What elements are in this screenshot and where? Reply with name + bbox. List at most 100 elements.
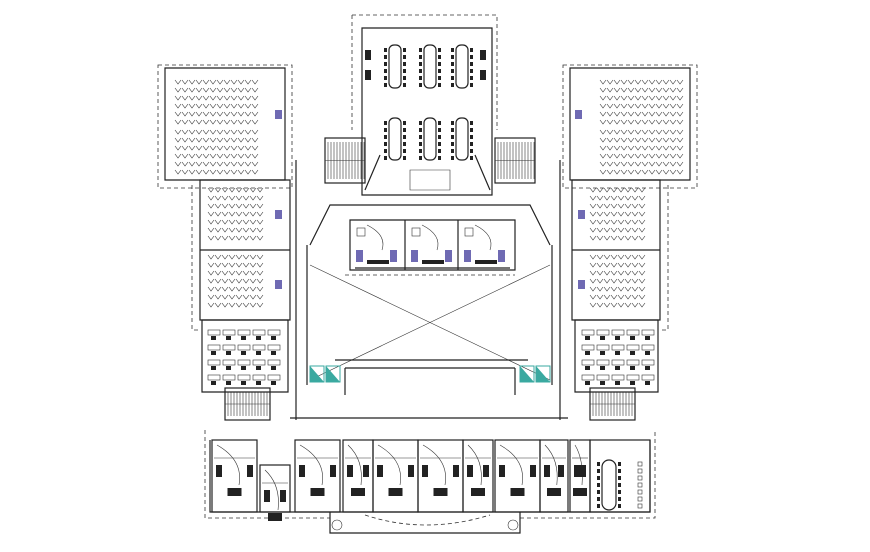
chair <box>597 476 600 480</box>
chair <box>585 381 590 385</box>
seat <box>606 145 614 151</box>
central-atrium <box>306 204 553 395</box>
chair <box>637 468 643 474</box>
seat <box>202 129 210 135</box>
seat <box>638 195 646 201</box>
seat <box>627 79 635 85</box>
seat <box>188 119 196 125</box>
seat <box>221 262 229 268</box>
seat <box>620 129 628 135</box>
chair <box>470 48 473 52</box>
seat <box>662 161 670 167</box>
seat <box>613 153 621 159</box>
seat <box>230 87 238 93</box>
chair <box>403 76 406 80</box>
seat <box>195 137 203 143</box>
seat <box>228 235 236 241</box>
seat <box>624 235 632 241</box>
seat <box>669 79 677 85</box>
seat <box>599 161 607 167</box>
chair <box>438 149 441 153</box>
seat <box>214 187 222 193</box>
seat <box>589 278 597 284</box>
seat <box>631 262 639 268</box>
seat <box>606 137 614 143</box>
chair <box>645 336 650 340</box>
seat <box>655 119 663 125</box>
chair <box>470 62 473 66</box>
glass-fill <box>520 366 534 382</box>
seat <box>228 203 236 209</box>
seat <box>256 195 264 201</box>
seat <box>617 235 625 241</box>
seat <box>617 302 625 308</box>
seat <box>207 203 215 209</box>
seat <box>242 203 250 209</box>
seat <box>617 254 625 260</box>
seat <box>596 278 604 284</box>
seat <box>214 254 222 260</box>
chair <box>618 476 621 480</box>
desk <box>641 374 655 381</box>
seat <box>188 145 196 151</box>
seat <box>662 129 670 135</box>
seat <box>221 235 229 241</box>
seat <box>214 278 222 284</box>
desk <box>222 359 236 366</box>
chair <box>467 465 473 477</box>
seat <box>221 203 229 209</box>
seat <box>256 187 264 193</box>
seat <box>648 129 656 135</box>
desk <box>237 329 251 336</box>
seat <box>221 302 229 308</box>
seat <box>237 95 245 101</box>
seat <box>249 187 257 193</box>
seat <box>676 137 684 143</box>
seat <box>237 169 245 175</box>
chair <box>422 465 428 477</box>
chair <box>438 48 441 52</box>
chair <box>618 483 621 487</box>
chair <box>470 69 473 73</box>
chair <box>241 381 246 385</box>
seat <box>631 254 639 260</box>
seat <box>207 262 215 268</box>
chair <box>451 142 454 146</box>
seat <box>655 111 663 117</box>
seat <box>624 219 632 225</box>
seat <box>613 169 621 175</box>
seat <box>669 119 677 125</box>
right-wing <box>559 64 698 420</box>
chair <box>438 55 441 59</box>
seat <box>235 262 243 268</box>
seat <box>620 87 628 93</box>
seat <box>249 195 257 201</box>
seat <box>242 286 250 292</box>
seat <box>624 227 632 233</box>
seat <box>655 161 663 167</box>
seat <box>634 137 642 143</box>
seat <box>610 254 618 260</box>
chair <box>438 83 441 87</box>
seat <box>256 286 264 292</box>
chair <box>403 48 406 52</box>
seat <box>214 219 222 225</box>
seat <box>662 153 670 159</box>
seat <box>223 111 231 117</box>
desk <box>573 488 587 496</box>
chair <box>403 142 406 146</box>
seat <box>676 161 684 167</box>
seat <box>610 187 618 193</box>
desk <box>367 260 389 264</box>
seat <box>606 95 614 101</box>
seat <box>174 161 182 167</box>
seat <box>237 119 245 125</box>
desk <box>237 374 251 381</box>
seat <box>195 79 203 85</box>
seat <box>209 153 217 159</box>
chair <box>451 135 454 139</box>
seat <box>599 95 607 101</box>
left-wing <box>157 64 297 420</box>
chair <box>470 83 473 87</box>
seat <box>631 294 639 300</box>
